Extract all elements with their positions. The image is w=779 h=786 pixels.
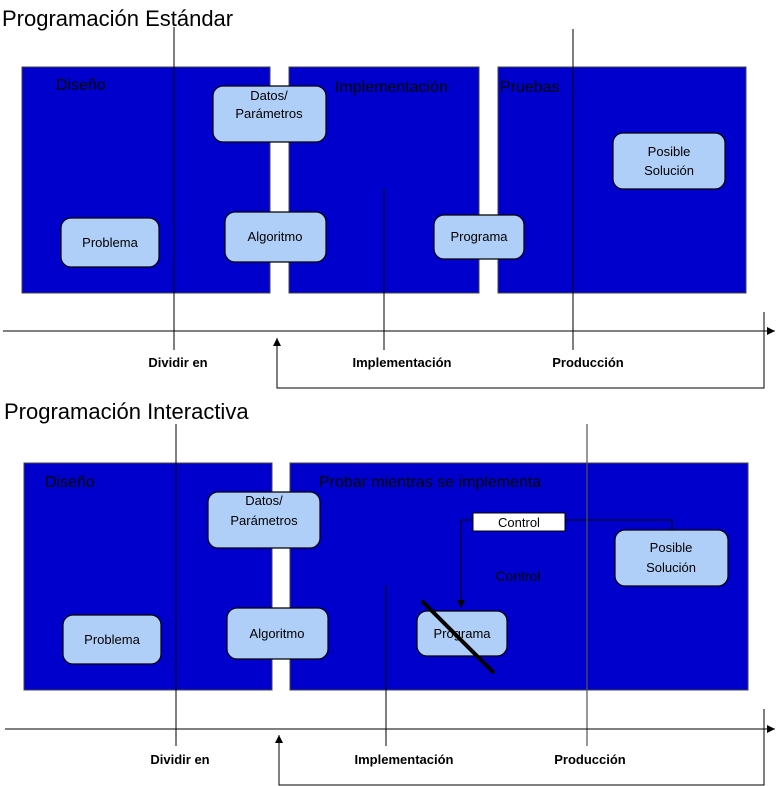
control-box: Control <box>472 512 566 532</box>
algoritmo-box: Algoritmo <box>226 607 329 660</box>
problema-box: Problema <box>62 614 162 665</box>
box-label: Programa <box>450 229 508 244</box>
timeline-label: Dividir en <box>148 355 207 370</box>
phase-title: Pruebas <box>500 79 560 96</box>
control-connector <box>565 519 673 530</box>
phase-title: Diseño <box>56 77 106 94</box>
feedback-loop-arrow <box>273 312 765 389</box>
box-label: Posible <box>650 540 693 555</box>
programa-box: Programa <box>416 610 508 657</box>
phase-title: Implementación <box>335 79 448 96</box>
control-box-label: Control <box>498 515 540 530</box>
datos-box: Datos/ Parámetros <box>207 491 321 549</box>
feedback-loop-arrow <box>275 709 765 786</box>
box-label: Posible <box>648 144 691 159</box>
box-label: Problema <box>82 235 138 250</box>
section-title: Programación Estándar <box>2 6 233 31</box>
timeline-label: Producción <box>554 752 626 767</box>
box-label: Parámetros <box>230 513 298 528</box>
standard-section: Programación Estándar Diseño Implementac… <box>2 6 775 389</box>
timeline-label: Implementación <box>353 355 452 370</box>
strike-through-line <box>421 600 495 674</box>
section-title: Programación Interactiva <box>4 399 249 424</box>
box-label: Problema <box>84 632 140 647</box>
timeline-label: Implementación <box>355 752 454 767</box>
phase-title: Probar mientras se implementa <box>319 474 541 491</box>
box-label: Solución <box>646 560 696 575</box>
datos-box: Datos/ Parámetros <box>212 85 327 143</box>
timeline-label: Dividir en <box>150 752 209 767</box>
algoritmo-box: Algoritmo <box>224 211 327 263</box>
box-label: Datos/ <box>245 493 283 508</box>
programa-box: Programa <box>433 214 525 260</box>
problema-box: Problema <box>60 217 160 268</box>
solucion-box: Posible Solución <box>612 132 726 190</box>
box-label: Solución <box>644 163 694 178</box>
interactive-section: Programación Interactiva Diseño Probar m… <box>4 399 775 786</box>
box-label: Algoritmo <box>248 229 303 244</box>
box-label: Algoritmo <box>250 626 305 641</box>
solucion-box: Posible Solución <box>614 529 729 587</box>
box-label: Parámetros <box>235 106 303 121</box>
box-label: Datos/ <box>250 88 288 103</box>
timeline-label: Producción <box>552 355 624 370</box>
control-label: Control <box>495 568 540 584</box>
control-arrow <box>457 519 473 608</box>
phase-title: Diseño <box>45 474 95 491</box>
